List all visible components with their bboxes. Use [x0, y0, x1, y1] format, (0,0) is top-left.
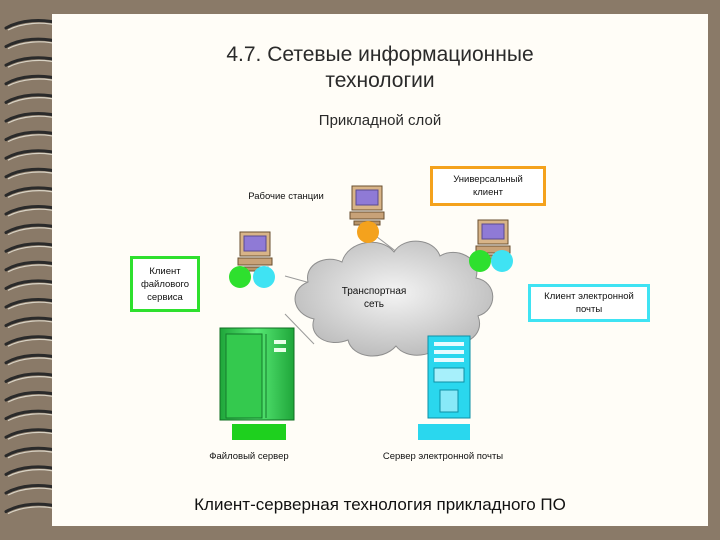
email-client-line-2: почты — [575, 304, 603, 315]
cyan-node-icon — [491, 250, 513, 272]
email-client-box: Клиент электронной почты — [528, 284, 650, 322]
network-label-line-1: Транспортная — [342, 286, 407, 297]
slide-title: 4.7. Сетевые информационные технологии — [52, 42, 708, 94]
universal-client-line-1: Универсальный — [453, 174, 523, 185]
workstation-computer-icon — [349, 185, 385, 226]
cyan-node-icon — [253, 266, 275, 288]
title-line-1: 4.7. Сетевые информационные — [226, 43, 534, 66]
universal-client-box: Универсальный клиент — [430, 166, 546, 206]
file-client-box: Клиент файлового сервиса — [130, 256, 200, 312]
slide: 4.7. Сетевые информационные технологии П… — [52, 14, 708, 526]
email-server-label: Сервер электронной почты — [382, 451, 504, 462]
green-node-icon — [469, 250, 491, 272]
workstations-label: Рабочие станции — [248, 191, 324, 202]
network-label-line-2: сеть — [364, 299, 384, 310]
email-client-line-1: Клиент электронной — [544, 291, 634, 302]
title-line-2: технологии — [325, 69, 435, 92]
file-server-icon — [219, 327, 295, 440]
email-server-icon — [418, 335, 471, 440]
green-node-icon — [229, 266, 251, 288]
transport-network-cloud — [294, 240, 494, 357]
file-client-line-3: сервиса — [147, 291, 183, 303]
workstation-computer-icon — [237, 231, 273, 272]
file-client-line-1: Клиент — [149, 265, 181, 277]
slide-caption: Клиент-серверная технология прикладного … — [194, 495, 566, 514]
universal-client-line-2: клиент — [472, 187, 503, 198]
file-server-label: Файловый сервер — [209, 451, 289, 462]
file-client-line-2: файлового — [140, 278, 190, 290]
network-diagram: Транспортная сеть — [219, 185, 513, 440]
slide-subtitle: Прикладной слой — [318, 112, 442, 129]
orange-node-icon — [357, 221, 379, 243]
